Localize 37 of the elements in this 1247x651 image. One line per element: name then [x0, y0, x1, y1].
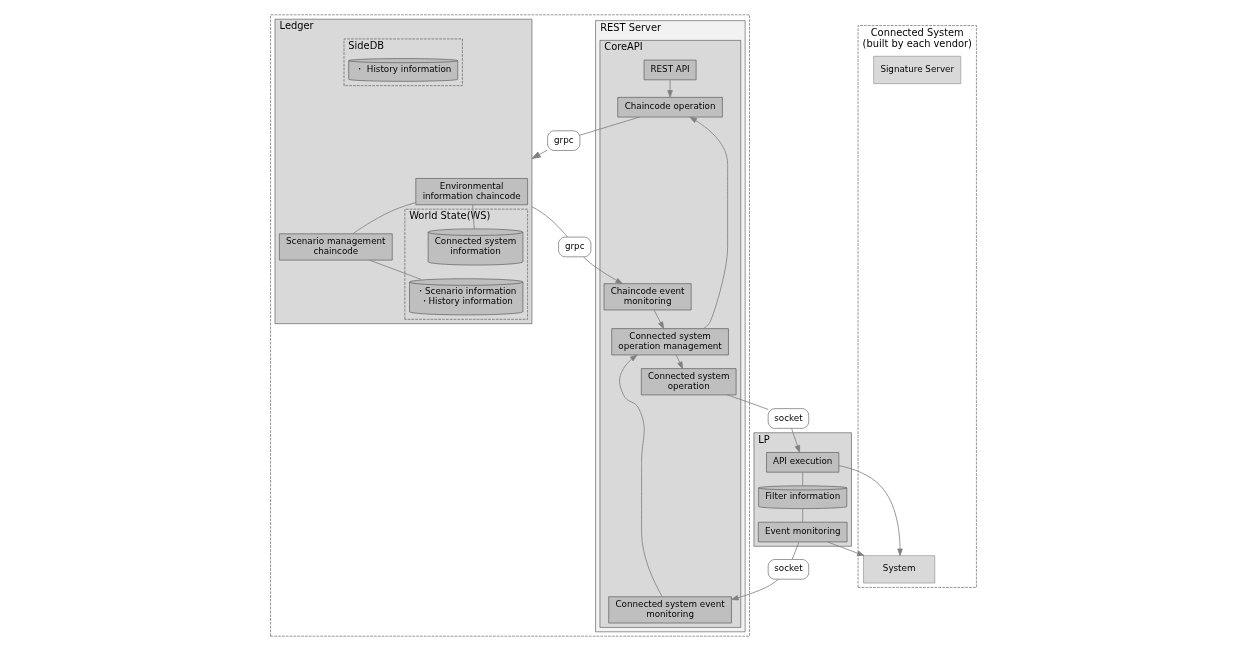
node-box: Connected system event monitoring — [608, 596, 732, 624]
node-box: Chaincode event monitoring — [603, 283, 692, 311]
arrow — [791, 428, 801, 453]
connector — [802, 508, 804, 523]
node-box: Connected system operation — [641, 368, 737, 396]
node-box: Event monitoring — [758, 521, 848, 543]
arrow — [731, 578, 779, 601]
arrow — [838, 465, 903, 556]
node-box: Environmental information chaincode — [415, 178, 528, 206]
node-box: socket — [767, 559, 809, 580]
arrow — [675, 354, 684, 369]
connector — [727, 394, 769, 410]
connector — [369, 259, 422, 280]
node-box: Scenario management chaincode — [279, 233, 393, 261]
node-box: API execution — [766, 452, 840, 473]
arrow — [827, 541, 865, 556]
connector — [352, 202, 417, 235]
node-box: Chaincode operation — [617, 97, 723, 118]
arrow — [619, 354, 663, 597]
cluster — [270, 14, 750, 637]
node-box: grpc — [558, 236, 592, 258]
node-box: Connected system operation management — [611, 328, 729, 356]
node-box: socket — [767, 408, 809, 429]
node-box: Signature Server — [873, 55, 962, 84]
connector — [579, 116, 640, 136]
connector — [531, 206, 568, 238]
arrow — [653, 309, 664, 329]
node-box: System — [863, 555, 936, 584]
arrow — [667, 79, 673, 98]
node-box: grpc — [547, 130, 581, 151]
arrow — [531, 149, 548, 159]
node-box: REST API — [643, 59, 697, 81]
arrow — [583, 256, 623, 285]
connector — [472, 204, 475, 230]
connector — [802, 471, 804, 487]
connector — [791, 541, 800, 560]
arrow — [689, 116, 729, 329]
